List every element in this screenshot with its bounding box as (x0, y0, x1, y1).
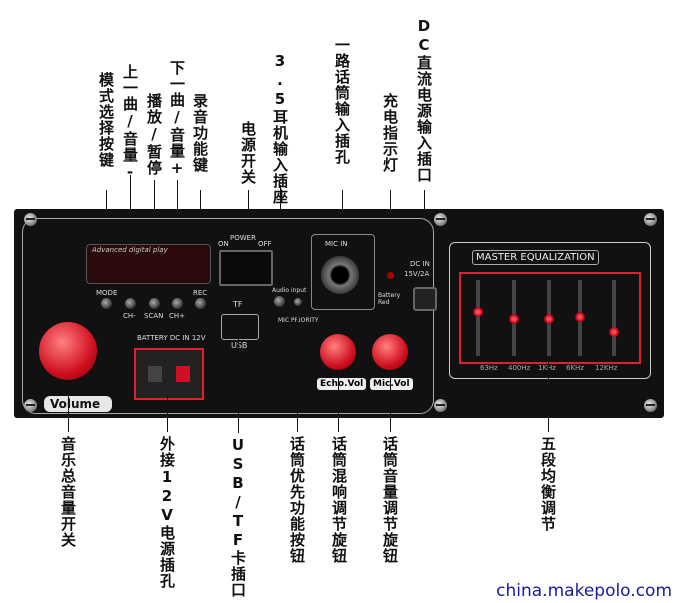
screw-icon (24, 213, 37, 226)
label-master-volume: 音乐总音量开关 (59, 436, 77, 548)
display-caption: Advanced digital play (92, 246, 168, 254)
pointer-line (167, 396, 168, 432)
eq-title: MASTER EQUALIZATION (472, 250, 599, 265)
panel-frame (22, 218, 434, 414)
pointer-line (68, 380, 69, 432)
screw-icon (434, 399, 447, 412)
mic-in-frame (311, 234, 375, 310)
mode-button[interactable] (101, 298, 112, 309)
tf-label: TF (233, 300, 243, 309)
eq-band-label: 6KHz (566, 364, 584, 372)
mic-vol-label: Mic.Vol (370, 378, 413, 390)
terminal-red[interactable] (176, 366, 190, 382)
eq-led (509, 314, 519, 324)
eq-highlight (459, 272, 641, 364)
eq-slider-63hz[interactable] (476, 280, 480, 356)
label-dc-input: DC直流电源输入插口 (415, 17, 433, 183)
screw-icon (24, 399, 37, 412)
ch-minus-label: CH- (123, 312, 136, 320)
power-on-label: ON (218, 240, 229, 248)
label-power-switch: 电源开关 (239, 121, 257, 185)
terminal-black[interactable] (148, 366, 162, 382)
scan-label: SCAN (144, 312, 164, 320)
label-echo-knob: 话筒混响调节旋钮 (330, 436, 348, 564)
label-mic-vol-knob: 话筒音量调节旋钮 (381, 436, 399, 564)
pointer-line (238, 338, 239, 433)
label-play-pause: 播放/暂停 (145, 93, 163, 176)
eq-led (473, 307, 483, 317)
label-mode-select: 模式选择按键 (97, 72, 115, 168)
play-pause-button[interactable] (149, 298, 160, 309)
label-next-vol-up: 下一曲/音量+ (168, 60, 186, 178)
next-button[interactable] (172, 298, 183, 309)
eq-led (575, 312, 585, 322)
screw-icon (644, 399, 657, 412)
eq-band-label: 400Hz (508, 364, 531, 372)
echo-volume-knob[interactable] (320, 334, 356, 370)
label-usb-tf: USB/TF卡插口 (229, 436, 247, 598)
label-charge-led: 充电指示灯 (381, 93, 399, 173)
label-headphone-jack: 3.5耳机输入插座 (271, 52, 289, 205)
label-mic-priority: 话筒优先功能按钮 (288, 436, 306, 564)
charge-led (387, 272, 394, 279)
power-off-label: OFF (258, 240, 272, 248)
eq-led (609, 327, 619, 337)
mic-priority-label: MIC PRIORITY (278, 317, 319, 324)
dc-in-label: DC IN (410, 260, 430, 268)
screw-icon (434, 213, 447, 226)
echo-vol-label: Echo.Vol (317, 378, 367, 390)
ch-plus-label: CH+ (169, 312, 186, 320)
audio-input-label: Audio input (272, 287, 307, 294)
pointer-line (548, 360, 549, 432)
eq-slider-12khz[interactable] (612, 280, 616, 356)
prev-button[interactable] (125, 298, 136, 309)
mode-label: MODE (96, 289, 118, 297)
mic-input-jack[interactable] (321, 256, 359, 294)
headphone-jack[interactable] (274, 296, 285, 307)
equalizer-frame (449, 242, 651, 379)
rec-label: REC (193, 289, 208, 297)
label-mic1-input: 一路话筒输入插孔 (333, 37, 351, 165)
dc-rating-label: 15V/2A (404, 270, 430, 278)
eq-band-label: 1KHz (538, 364, 556, 372)
ext-12v-socket[interactable] (134, 348, 204, 400)
record-button[interactable] (195, 298, 206, 309)
label-equalizer: 五段均衡调节 (539, 436, 557, 532)
digital-display (86, 244, 211, 284)
usb-label: USB (231, 341, 248, 350)
pointer-line (390, 370, 391, 432)
mic-in-label: MIC IN (325, 240, 348, 248)
screw-icon (644, 213, 657, 226)
power-switch[interactable] (219, 250, 273, 286)
eq-band-label: 63Hz (480, 364, 498, 372)
pointer-line (338, 370, 339, 432)
master-volume-knob[interactable] (39, 322, 97, 380)
pointer-line (297, 306, 298, 432)
battery-red-label: Battery Red (378, 292, 401, 306)
watermark: china.makepolo.com (496, 581, 672, 601)
label-record: 录音功能键 (191, 93, 209, 173)
label-ext-12v: 外接12V电源插孔 (158, 436, 176, 589)
volume-label-box (44, 396, 112, 412)
volume-label: Volume (50, 397, 101, 411)
eq-led (544, 314, 554, 324)
mic-volume-knob[interactable] (372, 334, 408, 370)
eq-band-label: 12KHz (595, 364, 618, 372)
mic-priority-button[interactable] (294, 298, 302, 306)
dc-input-jack[interactable] (413, 287, 437, 311)
power-title: POWER (230, 234, 256, 242)
usb-port[interactable] (221, 314, 259, 340)
label-prev-vol-down: 上一曲/音量- (121, 64, 139, 182)
battery-dc-label: BATTERY DC IN 12V (137, 334, 206, 342)
